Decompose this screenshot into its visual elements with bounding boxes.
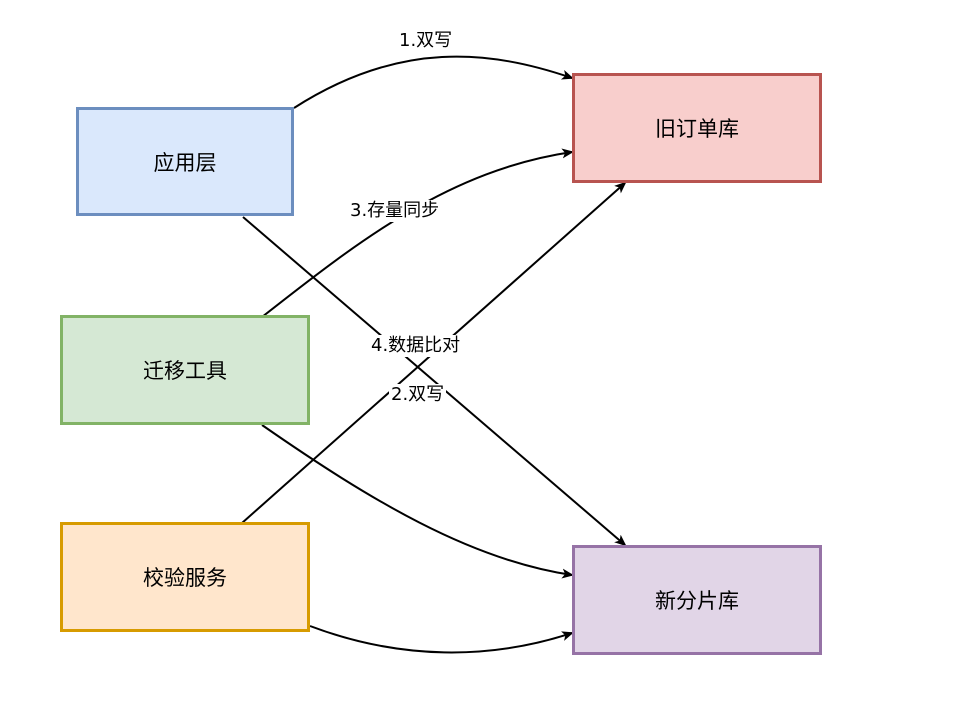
edge-label-data-compare: 4.数据比对: [369, 335, 463, 357]
edge-app-to-olddb: [293, 55, 574, 109]
node-migration-tool[interactable]: 迁移工具: [60, 315, 310, 425]
node-verification-service-label: 校验服务: [143, 566, 227, 590]
node-new-shard-db[interactable]: 新分片库: [572, 545, 822, 655]
edge-label-dual-write-1: 1.双写: [397, 30, 455, 52]
node-verification-service[interactable]: 校验服务: [60, 522, 310, 632]
node-migration-tool-label: 迁移工具: [143, 359, 227, 383]
node-old-order-db[interactable]: 旧订单库: [572, 73, 822, 183]
edge-label-dual-write-2: 2.双写: [389, 384, 447, 406]
node-app-layer-label: 应用层: [153, 150, 217, 175]
edge-app-to-newdb: [242, 216, 627, 547]
node-app-layer[interactable]: 应用层: [76, 107, 294, 216]
edge-verify-to-newdb: [309, 625, 574, 654]
edge-migrate-to-olddb: [261, 148, 574, 318]
node-old-order-db-label: 旧订单库: [655, 117, 739, 141]
node-new-shard-db-label: 新分片库: [655, 589, 739, 613]
edge-label-stock-sync: 3.存量同步: [348, 200, 442, 222]
edge-migrate-to-newdb: [261, 424, 574, 579]
